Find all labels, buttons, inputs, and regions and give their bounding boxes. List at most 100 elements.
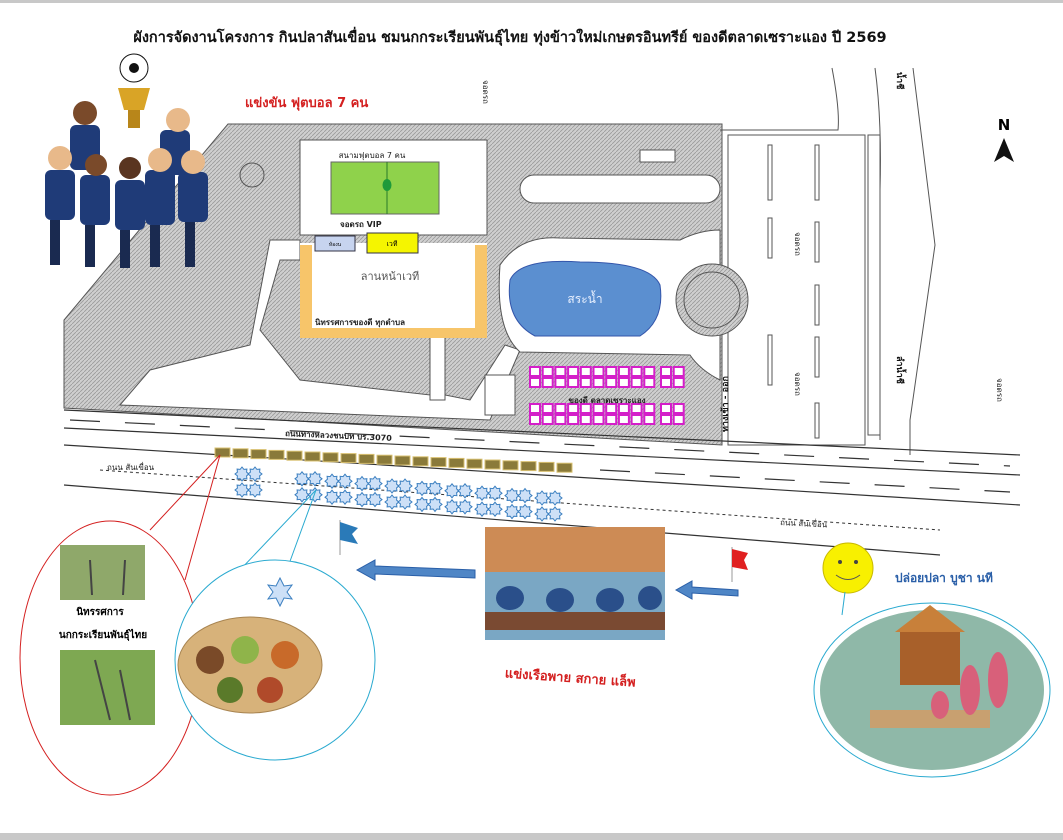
tent: [457, 482, 473, 499]
market-stall: [660, 377, 672, 388]
tent: [534, 506, 550, 522]
parking-label: จอดรถ: [793, 232, 802, 256]
booth: [466, 458, 483, 469]
tent: [324, 473, 340, 490]
booth: [412, 456, 429, 467]
market-stall: [567, 414, 580, 425]
tent: [547, 490, 563, 506]
pond-label: สระน้ำ: [567, 290, 602, 306]
booth: [268, 449, 285, 460]
booth: [232, 448, 249, 459]
market-stall: [617, 414, 630, 425]
page-title: ผังการจัดงานโครงการ กินปลาสันเขื่อน ชมนก…: [133, 26, 886, 46]
market-stall: [579, 377, 592, 388]
tent-icon: [266, 576, 294, 608]
market-stall: [672, 377, 685, 388]
exhibition-label: นิทรรศการของดี ทุกตำบล: [315, 317, 405, 328]
market-stall: [592, 403, 605, 414]
river-bank: [874, 67, 881, 440]
booth: [538, 461, 555, 472]
parking-label: จอดรถ: [793, 372, 802, 396]
tent: [294, 486, 310, 503]
river-label: น้ำชี: [894, 72, 907, 89]
food-tray-photo: [177, 616, 323, 714]
tent: [457, 498, 473, 515]
stage-plaza: [300, 243, 487, 338]
north-label: N: [998, 116, 1011, 134]
market-stall: [630, 414, 643, 425]
market-stall: [541, 366, 554, 377]
booth: [448, 457, 465, 468]
tent: [397, 494, 413, 510]
market-stalls: [529, 366, 685, 425]
tent: [487, 501, 503, 518]
market-stall: [592, 377, 605, 388]
market-stall: [541, 377, 554, 388]
booth-small: [314, 235, 356, 252]
tent: [247, 482, 263, 498]
tent: [337, 489, 353, 506]
market-stall: [529, 377, 541, 388]
tent: [444, 498, 460, 515]
north-arrow-icon: [994, 138, 1014, 162]
market-stall: [592, 366, 605, 377]
booth: [214, 447, 231, 458]
tent: [474, 501, 490, 518]
market-stall: [617, 403, 630, 414]
trophy-icon: [118, 88, 150, 110]
market-stall: [672, 366, 685, 377]
stage-label: เวที: [387, 240, 398, 248]
tent: [247, 466, 263, 482]
svg-text:ห้องน: ห้องน: [329, 241, 342, 248]
crane-exhibit-label: นิทรรศการ: [76, 606, 124, 618]
football-field-label: สนามฟุตบอล 7 คน: [339, 151, 406, 160]
highway-label: ถนนทางหลวงชนบท บร.3070: [285, 429, 392, 443]
crane-exhibit-label: นกกระเรียนพันธุ์ไทย: [59, 628, 147, 641]
football-activity-label: แข่งขัน ฟุตบอล 7 คน: [245, 96, 368, 111]
booth: [556, 462, 573, 473]
market-stall: [567, 377, 580, 388]
booth: [520, 461, 537, 472]
tent: [337, 473, 353, 490]
market-stall: [605, 403, 618, 414]
tent: [384, 494, 400, 510]
bottom-border: [0, 833, 1063, 840]
market-stall: [529, 403, 541, 414]
booth: [430, 457, 447, 468]
tent: [534, 490, 550, 506]
market-stall: [554, 403, 567, 414]
market-stall: [592, 414, 605, 425]
market-stall: [567, 403, 580, 414]
market-stall: [643, 366, 656, 377]
tent: [444, 482, 460, 499]
market-stall: [617, 366, 630, 377]
tent: [367, 475, 383, 492]
tent: [307, 486, 323, 503]
tent: [504, 487, 520, 504]
tent: [384, 478, 400, 494]
small-roundabout: [239, 162, 265, 188]
market-label: ของดี ตลาดเซราะแอง: [568, 395, 645, 405]
tent: [414, 496, 430, 513]
booth: [358, 453, 375, 464]
market-stall: [643, 377, 656, 388]
tent: [234, 466, 250, 482]
tent: [397, 478, 413, 494]
market-stall: [660, 414, 672, 425]
tent: [547, 506, 563, 522]
market-stall: [617, 377, 630, 388]
tent: [414, 480, 430, 497]
tent: [294, 470, 310, 487]
vip-parking-label: จอดรถ VIP: [340, 220, 382, 229]
market-stall: [660, 366, 672, 377]
finish-flag-icon: [731, 547, 748, 582]
booth: [286, 450, 303, 461]
tents: [234, 466, 563, 522]
roadside-booths: [214, 447, 573, 473]
river-label: ลำน้ำชี: [894, 356, 907, 384]
boat-race-label: แข่งเรือพาย สกาย แล็พ: [504, 663, 636, 690]
market-stall: [630, 366, 643, 377]
tent: [324, 489, 340, 506]
booth: [394, 455, 411, 466]
